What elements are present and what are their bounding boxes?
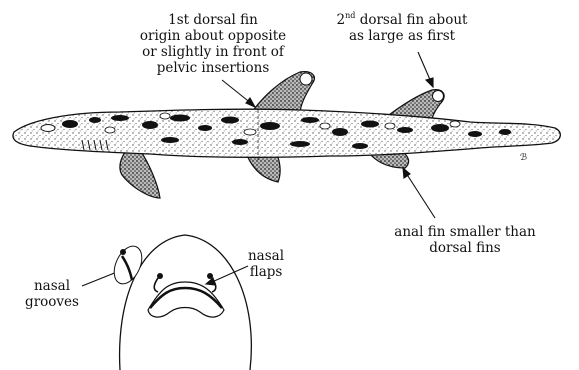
nasal-flap-left [154,278,158,292]
eye [41,125,55,132]
head-ventral-view [109,235,252,370]
svg-text:ℬ: ℬ [520,153,527,163]
label-anal-fin: anal fin smaller than dorsal fins [390,224,540,256]
pectoral-fin [120,150,160,198]
label-nasal-flaps: nasal flaps [236,248,296,280]
label-second-dorsal-fin: 2nd dorsal fin about as large as first [318,12,486,44]
shark-illustration: ℬ [13,72,560,198]
label-first-dorsal-fin: 1st dorsal fin origin about opposite or … [108,12,318,76]
label-nasal-grooves: nasal grooves [20,278,84,310]
